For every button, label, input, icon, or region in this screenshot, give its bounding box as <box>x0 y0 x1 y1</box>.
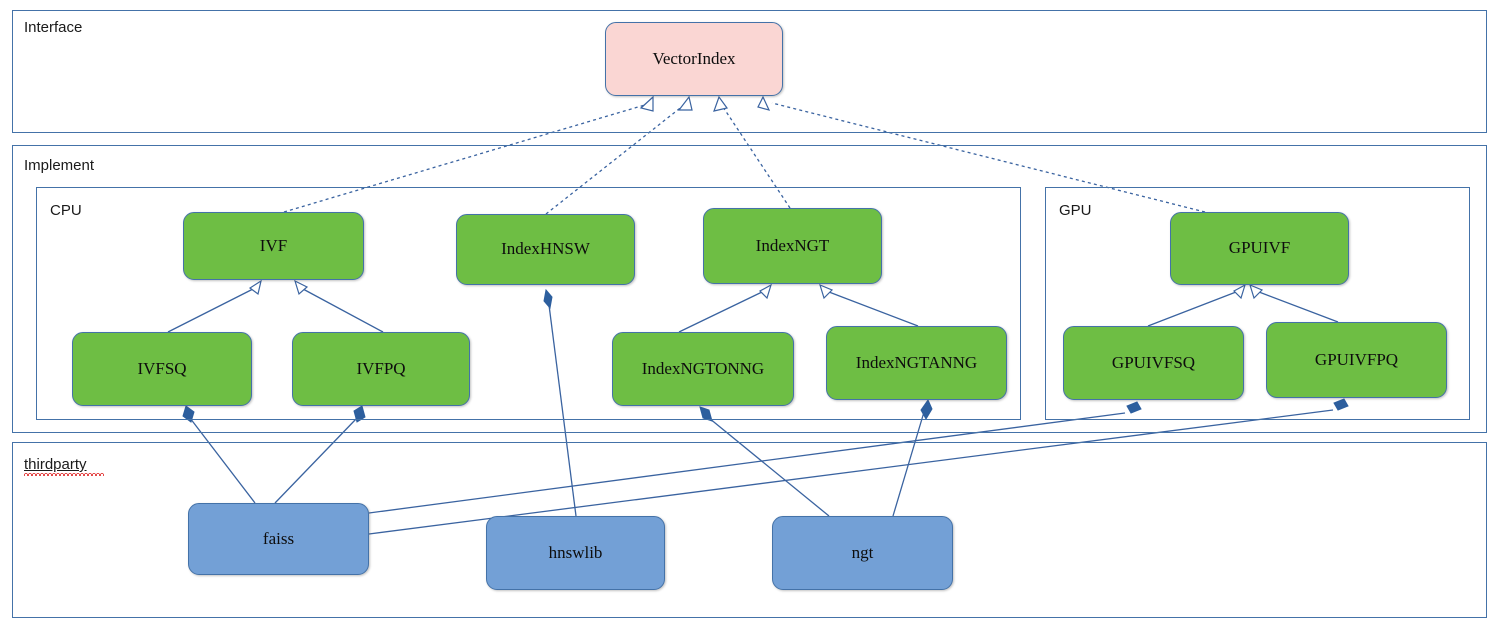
node-ngt[interactable]: ngt <box>772 516 953 590</box>
node-vectorindex[interactable]: VectorIndex <box>605 22 783 96</box>
node-faiss[interactable]: faiss <box>188 503 369 575</box>
package-cpu <box>36 187 1021 420</box>
package-implement <box>12 145 1487 433</box>
node-indexngtonng[interactable]: IndexNGTONNG <box>612 332 794 406</box>
node-hnswlib[interactable]: hnswlib <box>486 516 665 590</box>
package-interface <box>12 10 1487 133</box>
package-implement-label: Implement <box>24 157 95 174</box>
spellcheck-underline <box>24 472 104 476</box>
node-ivfpq[interactable]: IVFPQ <box>292 332 470 406</box>
package-gpu-label: GPU <box>1059 202 1092 219</box>
package-thirdparty-label: thirdparty <box>24 456 87 473</box>
node-indexhnsw[interactable]: IndexHNSW <box>456 214 635 285</box>
package-gpu <box>1045 187 1470 420</box>
package-interface-label: Interface <box>24 19 83 36</box>
node-ivf[interactable]: IVF <box>183 212 364 280</box>
package-thirdparty <box>12 442 1487 618</box>
node-indexngt[interactable]: IndexNGT <box>703 208 882 284</box>
node-ivfsq[interactable]: IVFSQ <box>72 332 252 406</box>
package-cpu-label: CPU <box>50 202 82 219</box>
node-gpuivfpq[interactable]: GPUIVFPQ <box>1266 322 1447 398</box>
node-gpuivfsq[interactable]: GPUIVFSQ <box>1063 326 1244 400</box>
node-gpuivf[interactable]: GPUIVF <box>1170 212 1349 285</box>
node-indexngtanng[interactable]: IndexNGTANNG <box>826 326 1007 400</box>
